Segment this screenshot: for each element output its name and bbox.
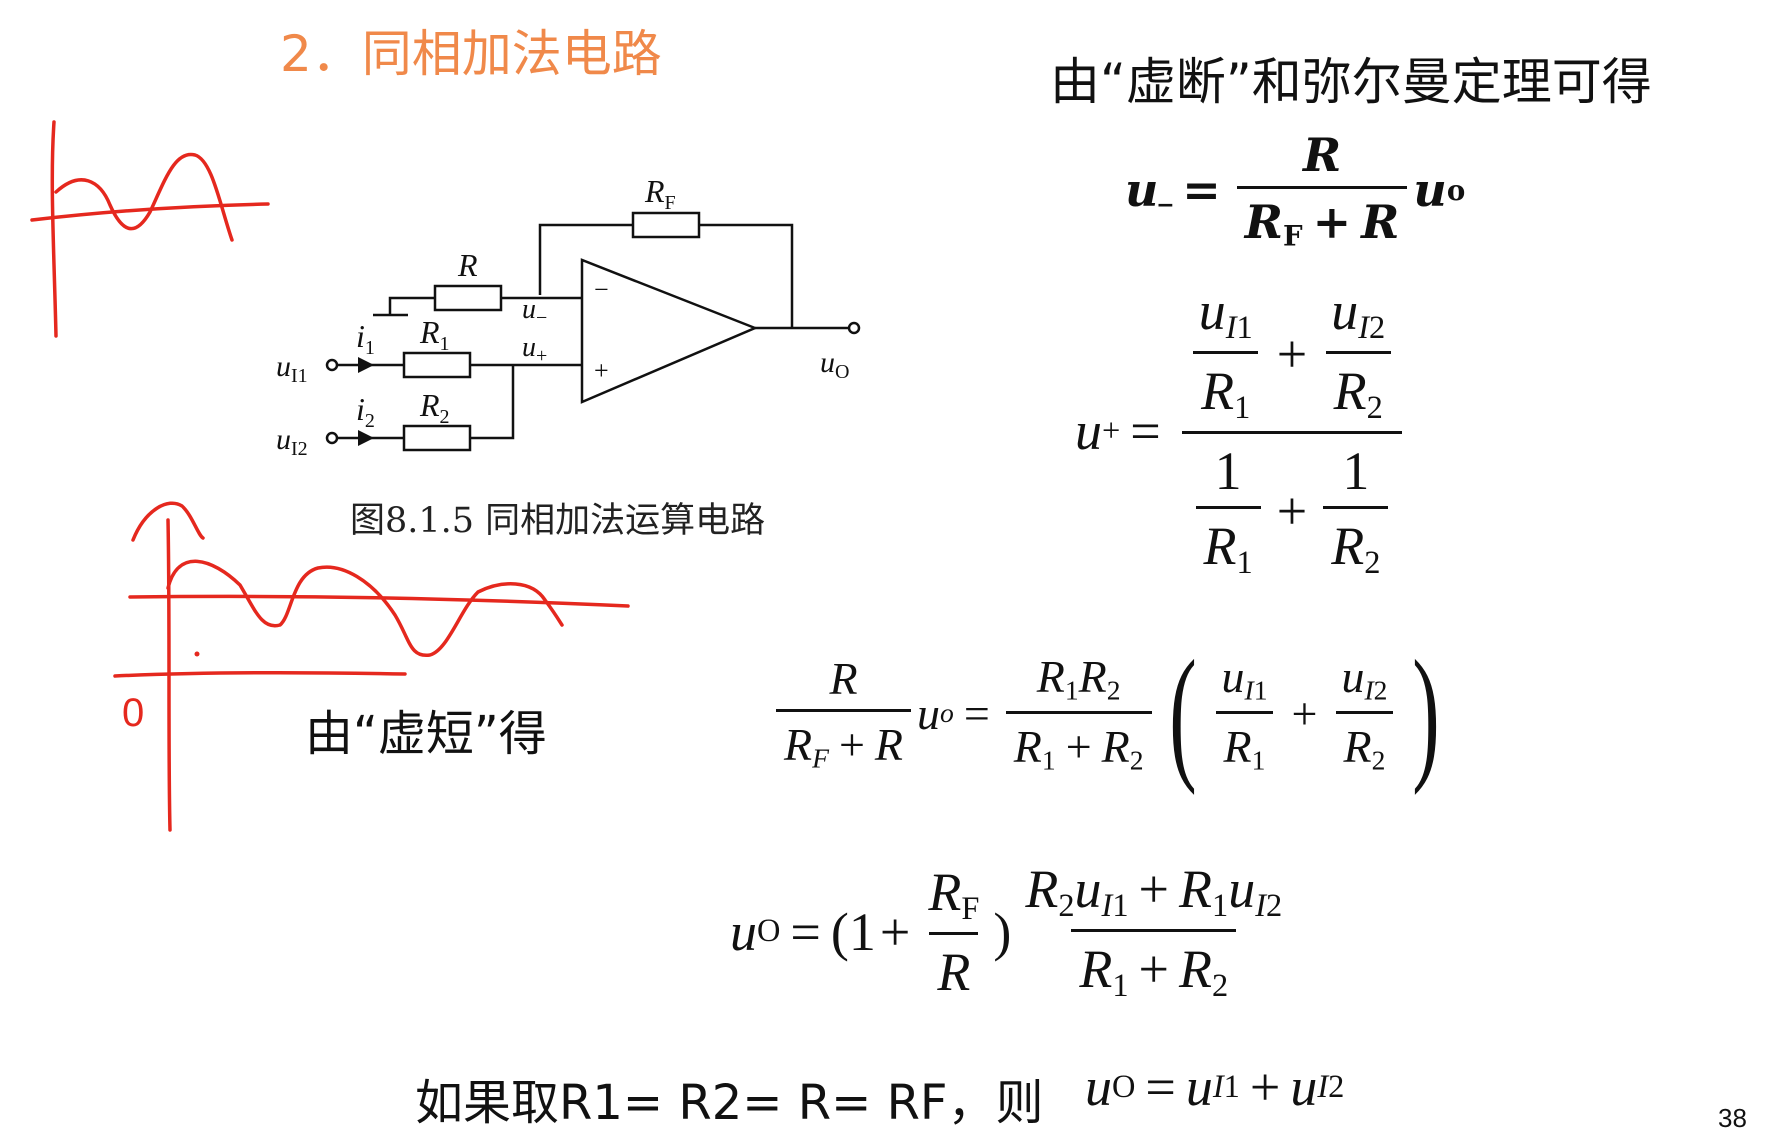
slide-title: 2．同相加法电路 bbox=[280, 25, 662, 83]
sketch-origin-label: 0 bbox=[122, 691, 144, 735]
wire-feedback-right bbox=[699, 223, 794, 328]
label-u-plus-sub: + bbox=[536, 345, 547, 367]
label-ui2-sub: I2 bbox=[291, 438, 308, 460]
page-number: 38 bbox=[1718, 1103, 1747, 1133]
sketch1-wave bbox=[54, 152, 234, 242]
sketch2-vertical-axis bbox=[166, 518, 172, 832]
label-rf-sub: F bbox=[665, 192, 676, 214]
circuit-diagram: RF R R1 R2 i1 i2 u− u+ − + uI1 uI2 uO bbox=[276, 173, 861, 460]
label-r2: R bbox=[419, 387, 440, 423]
conclusion-text: 如果取R1= R2= R= RF，则 bbox=[415, 1075, 1044, 1131]
label-ui2: u bbox=[276, 423, 291, 456]
label-i1: i bbox=[356, 318, 365, 354]
output-terminal bbox=[847, 321, 861, 335]
wire-r2-join bbox=[470, 365, 515, 440]
label-u-plus: u bbox=[522, 332, 536, 363]
sketch2-start-arc bbox=[131, 501, 205, 542]
label-plus-input: + bbox=[594, 356, 609, 385]
sketch2-dot bbox=[194, 651, 200, 657]
svg-text:uI2: uI2 bbox=[276, 423, 308, 460]
sketch1-horizontal-axis bbox=[30, 202, 270, 222]
label-r: R bbox=[457, 247, 478, 283]
intro-text: 由“虚断”和弥尔曼定理可得 bbox=[1050, 53, 1652, 111]
label-u-minus-sub: − bbox=[536, 307, 547, 329]
svg-text:RF: RF bbox=[644, 173, 676, 214]
sketch2-wave bbox=[166, 559, 564, 657]
sketch1-vertical-axis bbox=[50, 120, 58, 338]
label-ui1-sub: I1 bbox=[291, 365, 308, 387]
figure-caption: 图8.1.5 同相加法运算电路 bbox=[350, 501, 766, 541]
arrow-i2 bbox=[358, 430, 374, 446]
svg-text:uI1: uI1 bbox=[276, 350, 308, 387]
label-uo: u bbox=[820, 346, 835, 379]
op-amp-triangle bbox=[580, 258, 759, 404]
label-r1-sub: 1 bbox=[440, 333, 450, 355]
arrow-i1 bbox=[358, 357, 374, 373]
label-i1-sub: 1 bbox=[365, 337, 375, 359]
label-uo-sub: O bbox=[835, 361, 849, 383]
label-r1: R bbox=[419, 314, 440, 350]
svg-text:R2: R2 bbox=[419, 387, 450, 428]
handwritten-sketch: 0 bbox=[30, 120, 630, 832]
svg-text:i1: i1 bbox=[356, 318, 375, 359]
sketch2-upper-axis bbox=[128, 594, 630, 608]
label-r2-sub: 2 bbox=[440, 406, 450, 428]
svg-text:u−: u− bbox=[522, 294, 547, 329]
sketch2-lower-axis bbox=[113, 670, 407, 678]
label-rf: R bbox=[644, 173, 665, 209]
svg-text:u+: u+ bbox=[522, 332, 547, 367]
svg-text:i2: i2 bbox=[356, 391, 375, 432]
label-i2: i bbox=[356, 391, 365, 427]
svg-text:uO: uO bbox=[820, 346, 849, 383]
label-i2-sub: 2 bbox=[365, 410, 375, 432]
label-ui1: u bbox=[276, 350, 291, 383]
svg-text:R1: R1 bbox=[419, 314, 450, 355]
wire-r-ground bbox=[388, 296, 435, 315]
virtual-short-text: 由“虚短”得 bbox=[305, 706, 547, 762]
label-u-minus: u bbox=[522, 294, 536, 325]
label-minus-input: − bbox=[594, 275, 609, 304]
wire-feedback-left bbox=[538, 223, 633, 295]
